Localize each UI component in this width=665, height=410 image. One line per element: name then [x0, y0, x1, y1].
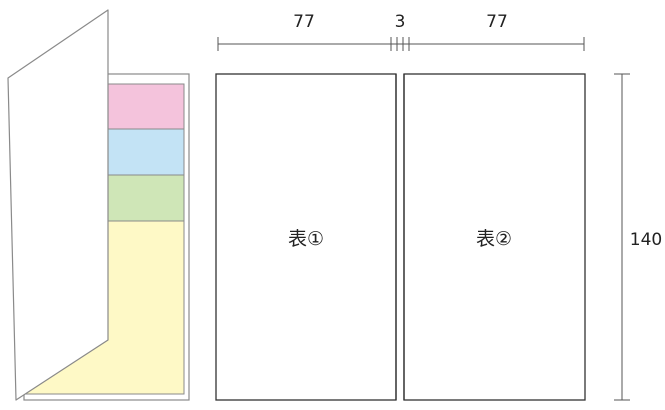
panel-left-label: 表①	[288, 228, 324, 250]
dim-height: 140	[630, 230, 662, 250]
dim-left-width: 77	[293, 12, 315, 32]
sticky-green	[107, 174, 185, 222]
front-cover-flap	[7, 9, 109, 401]
sticky-blue	[107, 128, 185, 176]
flat-layout: 77 3 77 表① 表② 140	[215, 12, 662, 401]
height-dimension-line	[614, 73, 630, 401]
dim-right-width: 77	[486, 12, 508, 32]
panel-right	[403, 73, 586, 401]
open-cover-illustration	[7, 9, 190, 401]
panel-left	[215, 73, 397, 401]
top-dimension-line	[217, 37, 585, 51]
sticky-pink	[107, 83, 185, 130]
panel-right-label: 表②	[476, 228, 512, 250]
dim-gap-width: 3	[395, 12, 406, 32]
